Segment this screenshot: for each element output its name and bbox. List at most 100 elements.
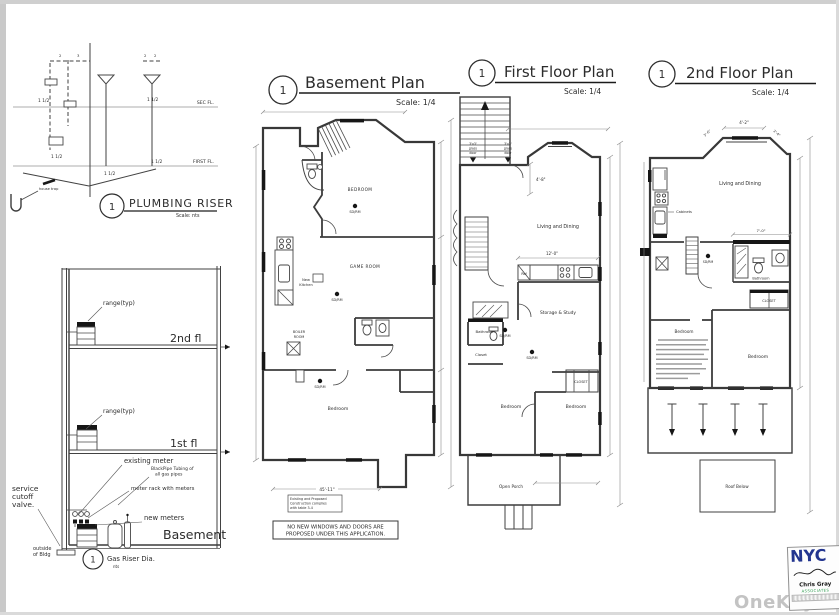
black-pipe-label: all gas pipes: [155, 472, 183, 478]
black-pipe-label: BlackPipe Tubing of: [151, 466, 194, 472]
smoke-detector-label: SD/RM: [349, 210, 360, 214]
bath-curved-wall: [301, 159, 325, 191]
room-label-bathroom: Bathroom: [475, 329, 494, 334]
plan-bubble-number: 1: [280, 84, 287, 97]
room-label-kitchen: Kitchen: [299, 283, 313, 287]
stair-direction-arrow: [481, 101, 489, 110]
second-floor-scale: Scale: 1/4: [752, 88, 789, 97]
second-floor-outline: [648, 136, 792, 390]
roof-drainage-arrows: [667, 403, 768, 436]
porch-outline: [467, 455, 561, 530]
plumbing-riser-diagram: SEC FL. FIRST FL. 1 1/2 1 1/2 1 1/2 1 1/…: [10, 43, 233, 219]
kitchen-fixtures: [652, 167, 669, 238]
basement-appliance-icons: [76, 513, 131, 549]
outside-label: outside: [33, 546, 51, 552]
gas-building-outline: [62, 266, 230, 549]
smoke-detector-icon: [352, 203, 358, 209]
basement-outline: [261, 118, 436, 489]
dimension-label-width: 45'-11": [319, 487, 334, 492]
room-label-bedroom-left: Bedroom: [501, 404, 522, 410]
house-trap-label: house trap: [39, 187, 59, 191]
pipe-size-label: 1 1/2: [38, 98, 49, 104]
boiler-icon: [286, 341, 305, 383]
room-label-roof-below: Roof Below: [725, 484, 749, 489]
first-floor-outline: [458, 141, 602, 457]
revision-cloud: [453, 209, 458, 267]
pipe-tick: 2: [59, 53, 62, 58]
window-sills: [476, 202, 602, 457]
existing-meter-label: existing meter: [124, 457, 173, 465]
floor-label-2nd: SEC FL.: [197, 100, 214, 106]
house-trap-icon: [10, 194, 22, 212]
stairs: [685, 236, 713, 289]
room-label-living: Living and Dining: [537, 224, 579, 230]
room-label-closet: CLOSET: [762, 299, 776, 303]
room-label-bedroom-right: Bedroom: [748, 354, 768, 360]
bathroom-wall-band: [468, 318, 503, 322]
basement-plan-title: Basement Plan: [305, 73, 425, 92]
room-label-closet-small: CLOSET: [574, 380, 588, 384]
smoke-detector-icon: [334, 291, 340, 297]
glass-door-text: door: [504, 151, 512, 155]
scan-edge-right: [836, 0, 839, 615]
disclaimer-text: PROPOSED UNDER THIS APPLICATION.: [286, 532, 386, 538]
basement-interior-walls: [263, 152, 434, 393]
second-floor-plan: 1 2nd Floor Plan Scale: 1/4: [640, 60, 816, 515]
flat-roof-outline: [647, 387, 793, 454]
second-floor-interior-walls: [650, 241, 790, 388]
glass-door-text: 3'x3': [504, 142, 512, 146]
broker-stamp: NYC Chris Gray ASSOCIATES: [786, 545, 839, 611]
detail-bubble-number: 1: [90, 556, 95, 566]
service-cutoff-label: cutoff: [12, 492, 34, 501]
room-label-closet: Closet: [475, 352, 487, 357]
vanity-icon: [771, 249, 789, 267]
closet-box: [565, 369, 599, 393]
scan-edge-left: [0, 0, 6, 615]
smoke-detector-icon: [317, 378, 323, 384]
service-cutoff-label: valve.: [12, 500, 34, 509]
floor-label-1st: 1st fl: [170, 437, 197, 450]
window-sills: [261, 118, 436, 462]
basement-plan-scale: Scale: 1/4: [396, 98, 436, 107]
room-label-boiler: BOILER: [293, 330, 306, 334]
detail-bubble: [82, 548, 104, 570]
smoke-detector-icon: [502, 327, 508, 333]
stamp-fine-print: [791, 593, 839, 602]
gas-riser-diagram: range(typ) range(typ) 2nd fl 1st fl Base…: [12, 266, 230, 570]
outside-label: of Bldg: [33, 552, 51, 558]
detail-bubble-number: 1: [109, 202, 115, 213]
label-cabinets: Cabinets: [676, 210, 692, 214]
room-label-game-room: GAME ROOM: [350, 264, 380, 269]
second-floor-title: 2nd Floor Plan: [686, 64, 793, 82]
smoke-detector-icon: [529, 349, 535, 355]
range-icon-1st: [66, 425, 98, 451]
bay-window-sill: [552, 141, 568, 145]
roof-below-outline: [699, 459, 776, 513]
plumbing-floor-lines: [13, 106, 218, 167]
first-floor-plan: 1 First Floor Plan Scale: 1/4: [453, 59, 624, 530]
floor-label-1st: FIRST FL.: [193, 159, 214, 165]
first-floor-title: First Floor Plan: [504, 63, 614, 81]
dimension-lines: [643, 125, 814, 515]
dimension-label: 4'-2": [739, 120, 749, 125]
room-label-kitchen: New: [302, 278, 310, 282]
glass-door-label: 3'x3' glass door: [469, 142, 478, 163]
bay-window-sill: [732, 136, 758, 140]
gas-leader-lines: [37, 306, 150, 547]
pipe-tick: 2: [144, 53, 147, 58]
stair-treads: [460, 102, 510, 159]
tub-icon: [472, 301, 509, 319]
compliance-note: Construction complies: [290, 502, 327, 506]
dimension-label: 7'-0": [757, 228, 766, 233]
plumbing-riser-title: PLUMBING RISER: [129, 197, 233, 210]
room-label-bathroom: Bathroom: [752, 277, 770, 281]
plan-bubble: [648, 60, 676, 88]
glass-door-text: 3'x3': [469, 142, 477, 146]
room-label-bedroom-right: Bedroom: [566, 404, 587, 410]
dimension-label: 12'-0": [546, 251, 558, 256]
closet-box: [749, 289, 789, 309]
glass-door-text: glass: [469, 147, 478, 151]
laundry-box-icon: [655, 256, 669, 271]
smoke-detector-label: SD/RM: [526, 356, 537, 360]
